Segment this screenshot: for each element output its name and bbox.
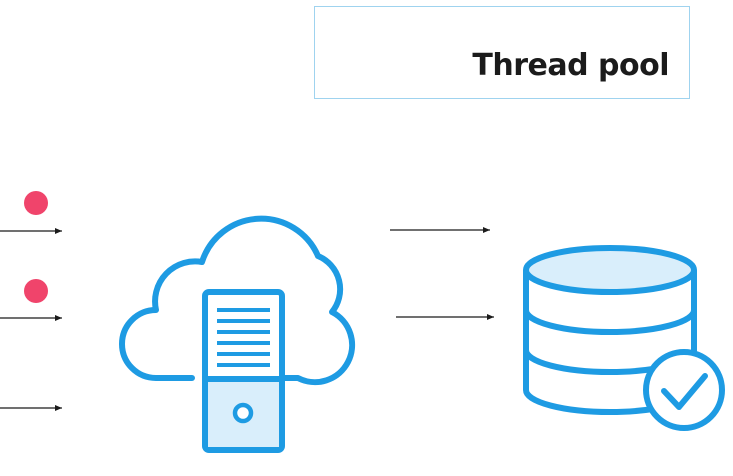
thread-pool-label: Thread pool xyxy=(472,48,669,83)
database-check-icon xyxy=(523,245,725,431)
request-dot-2 xyxy=(24,279,48,303)
cloud-server-icon xyxy=(119,215,356,453)
thread-pool-box: Thread pool xyxy=(314,6,690,99)
request-dot-1 xyxy=(24,191,48,215)
